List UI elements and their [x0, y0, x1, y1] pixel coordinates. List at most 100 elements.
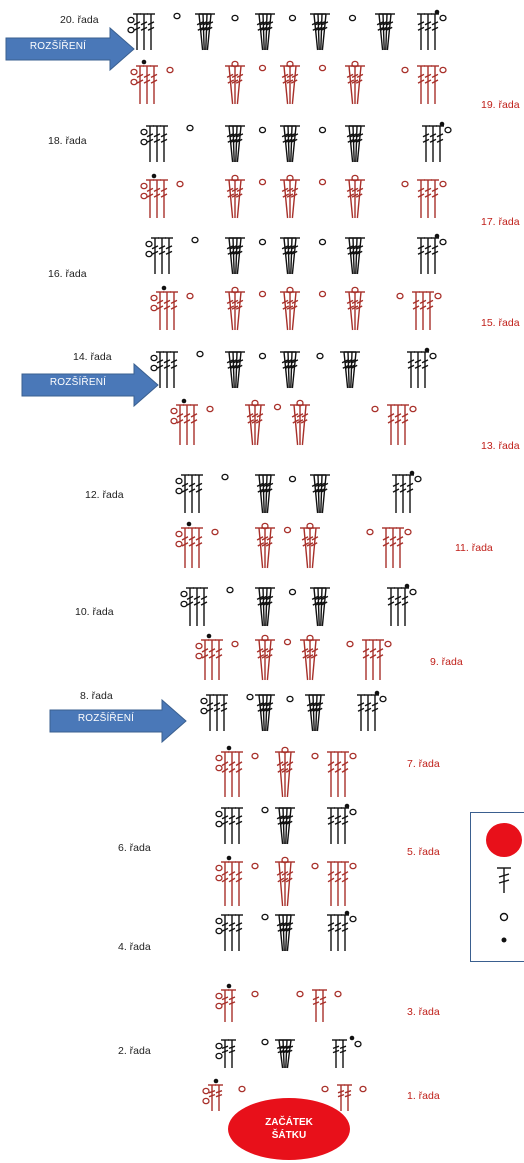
chain-stitch [286, 60, 294, 68]
row-label-18: 18. řada [48, 135, 87, 147]
chain-stitch [349, 862, 357, 870]
treble-stitch [215, 639, 223, 680]
treble-stitch [203, 13, 211, 51]
chain-stitch [296, 399, 304, 407]
chain-stitch [283, 526, 292, 534]
row-label-17: 17. řada [481, 216, 520, 228]
treble-stitch [376, 639, 384, 680]
chain-stitch [180, 590, 188, 598]
chain-stitch [351, 60, 359, 68]
row-label-9: 9. řada [430, 656, 463, 668]
treble-stitch [345, 125, 355, 163]
treble-stitch [300, 527, 310, 569]
treble-stitch [337, 1084, 345, 1111]
chain-stitch [334, 990, 342, 998]
treble-stitch [228, 807, 236, 844]
treble-stitch [424, 179, 432, 218]
treble-stitch [156, 291, 164, 330]
slip-stitch [161, 285, 167, 291]
chain-stitch [318, 64, 327, 72]
slip-stitch [344, 803, 350, 809]
treble-stitch [429, 125, 437, 162]
chain-stitch [175, 487, 183, 495]
treble-stitch [394, 404, 402, 445]
chain-stitch [414, 475, 422, 483]
chain-stitch [140, 192, 148, 200]
treble-stitch [290, 291, 300, 331]
chain-stitch [318, 126, 327, 134]
treble-stitch [314, 474, 322, 514]
treble-stitch [283, 1039, 291, 1069]
chain-stitch [261, 806, 269, 814]
chain-stitch [215, 820, 223, 828]
chain-stitch [176, 180, 184, 188]
slip-stitch [434, 9, 440, 15]
chain-stitch [191, 236, 199, 244]
chain-stitch [221, 473, 229, 481]
chain-stitch [351, 286, 359, 294]
treble-stitch [334, 751, 342, 797]
treble-stitch [327, 807, 335, 844]
treble-stitch [426, 291, 434, 330]
chain-stitch [349, 915, 357, 923]
chain-stitch [195, 642, 203, 650]
treble-stitch [195, 527, 203, 568]
treble-stitch [255, 527, 265, 569]
chain-stitch [439, 14, 447, 22]
treble-stitch [280, 179, 290, 219]
expansion-arrow-label: ROZŠÍŘENÍ [29, 41, 87, 52]
chain-stitch [346, 640, 354, 648]
chain-stitch [371, 405, 379, 413]
treble-stitch [200, 587, 208, 626]
treble-stitch [424, 65, 432, 104]
row-label-16: 16. řada [48, 268, 87, 280]
arrow-icon [21, 362, 159, 408]
treble-stitch [392, 474, 400, 513]
chain-stitch [215, 810, 223, 818]
treble-stitch [401, 404, 409, 445]
slip-stitch [206, 633, 212, 639]
treble-stitch [300, 404, 310, 446]
treble-stitch [341, 807, 349, 844]
treble-stitch [285, 751, 295, 798]
treble-stitch [193, 587, 201, 626]
treble-stitch [424, 13, 432, 50]
treble-stitch [228, 1039, 236, 1068]
chain-stitch [206, 405, 214, 413]
treble-stitch [285, 1039, 295, 1069]
treble-stitch [341, 914, 349, 951]
start-label-line1: ZAČÁTEK [265, 1117, 313, 1128]
treble-stitch [265, 474, 275, 514]
chain-stitch [439, 180, 447, 188]
treble-stitch [345, 65, 355, 105]
treble-stitch [320, 13, 330, 51]
chain-stitch [231, 286, 239, 294]
start-label-line2: ŠÁTKU [271, 1130, 307, 1141]
treble-stitch [280, 125, 290, 163]
treble-stitch [220, 694, 228, 731]
chain-stitch [444, 126, 452, 134]
chain-stitch [409, 588, 417, 596]
row-label-19: 19. řada [481, 99, 520, 111]
chain-stitch [186, 124, 194, 132]
treble-stitch [201, 639, 209, 680]
treble-stitch [300, 639, 310, 681]
row-label-14: 14. řada [73, 351, 112, 363]
treble-stitch [206, 694, 214, 731]
chain-stitch [251, 399, 259, 407]
treble-stitch [389, 527, 397, 568]
treble-stitch [355, 179, 365, 219]
treble-stitch [150, 65, 158, 104]
treble-stitch [235, 179, 245, 219]
treble-stitch [290, 125, 300, 163]
treble-stitch [213, 694, 221, 731]
treble-stitch [221, 861, 229, 906]
chain-stitch [150, 354, 158, 362]
treble-stitch [205, 13, 215, 51]
row-label-11: 11. řada [455, 542, 493, 554]
chain-stitch [396, 292, 404, 300]
chain-stitch [215, 1042, 223, 1050]
chain-stitch [359, 1085, 367, 1093]
treble-stitch [431, 65, 439, 104]
treble-stitch [225, 179, 235, 219]
